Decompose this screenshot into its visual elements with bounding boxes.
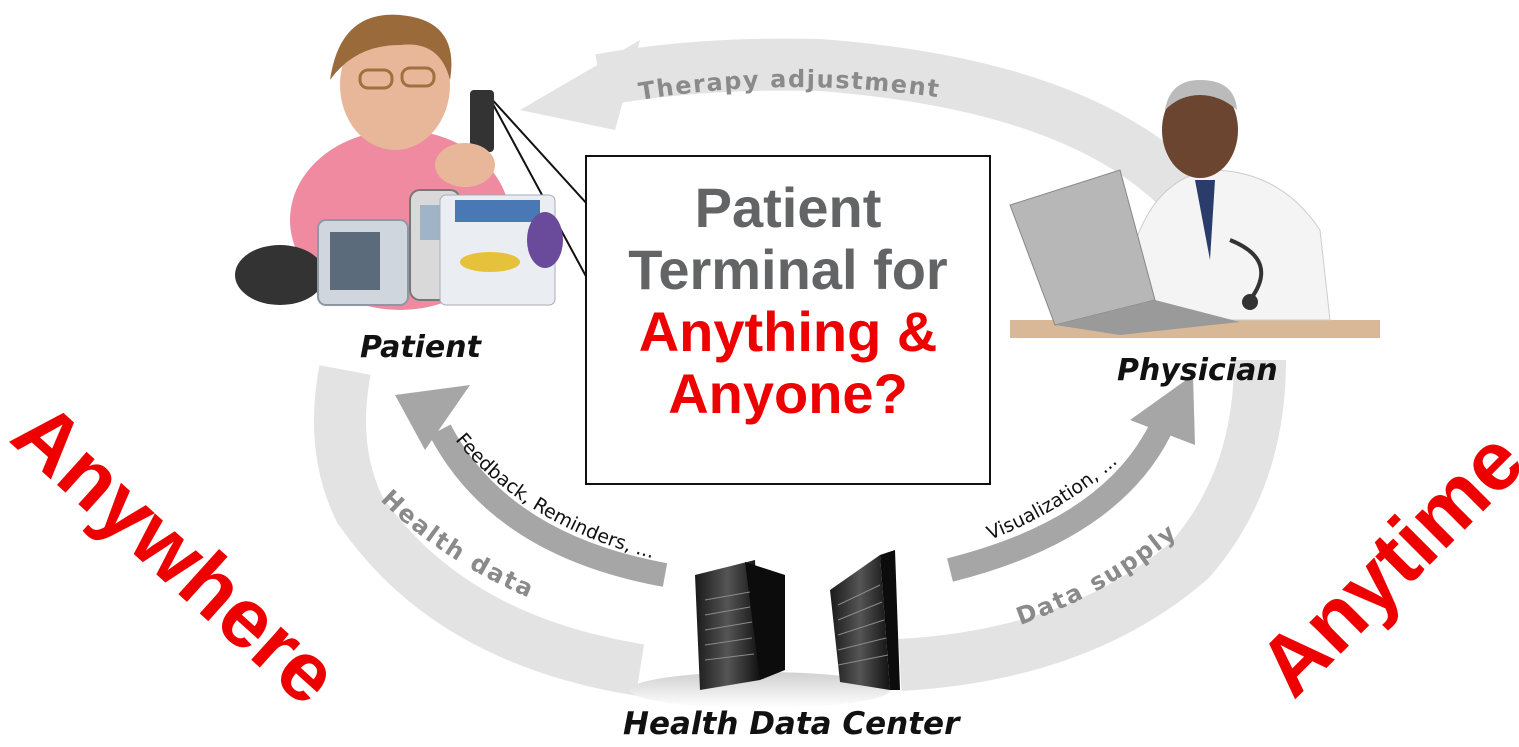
feedback-arrow-body (429, 424, 668, 587)
callout-line-1: Patient (694, 176, 882, 239)
server-rack-left (695, 560, 760, 690)
callout-line-3: Anything & (638, 300, 938, 363)
inner-arrows (395, 375, 1195, 587)
callout-line-4: Anyone? (668, 362, 908, 425)
server-rack-right (830, 555, 890, 690)
visualization-arrow-body (947, 424, 1171, 582)
feedback-arrow-head (395, 385, 470, 450)
patient-label: Patient (360, 330, 481, 365)
callout-box: Patient Terminal for Anything & Anyone? (585, 155, 991, 485)
health-data-arrow-body (314, 365, 645, 696)
physician-label: Physician (1117, 353, 1278, 388)
physician-illustration (1009, 80, 1380, 338)
patient-phone (470, 90, 494, 152)
data-supply-arrow-body (898, 359, 1286, 691)
callout-line-2: Terminal for (628, 238, 948, 301)
visualization-arrow-head (1130, 375, 1195, 445)
data-center-illustration (630, 550, 900, 708)
outer-cycle-arrows (314, 38, 1286, 696)
therapy-arrow-body (595, 38, 1254, 272)
physician-laptop-screen (1009, 169, 1156, 326)
patient-illustration (235, 14, 563, 310)
therapy-arrow-head (520, 40, 640, 130)
data-center-label: Health Data Center (623, 706, 960, 742)
